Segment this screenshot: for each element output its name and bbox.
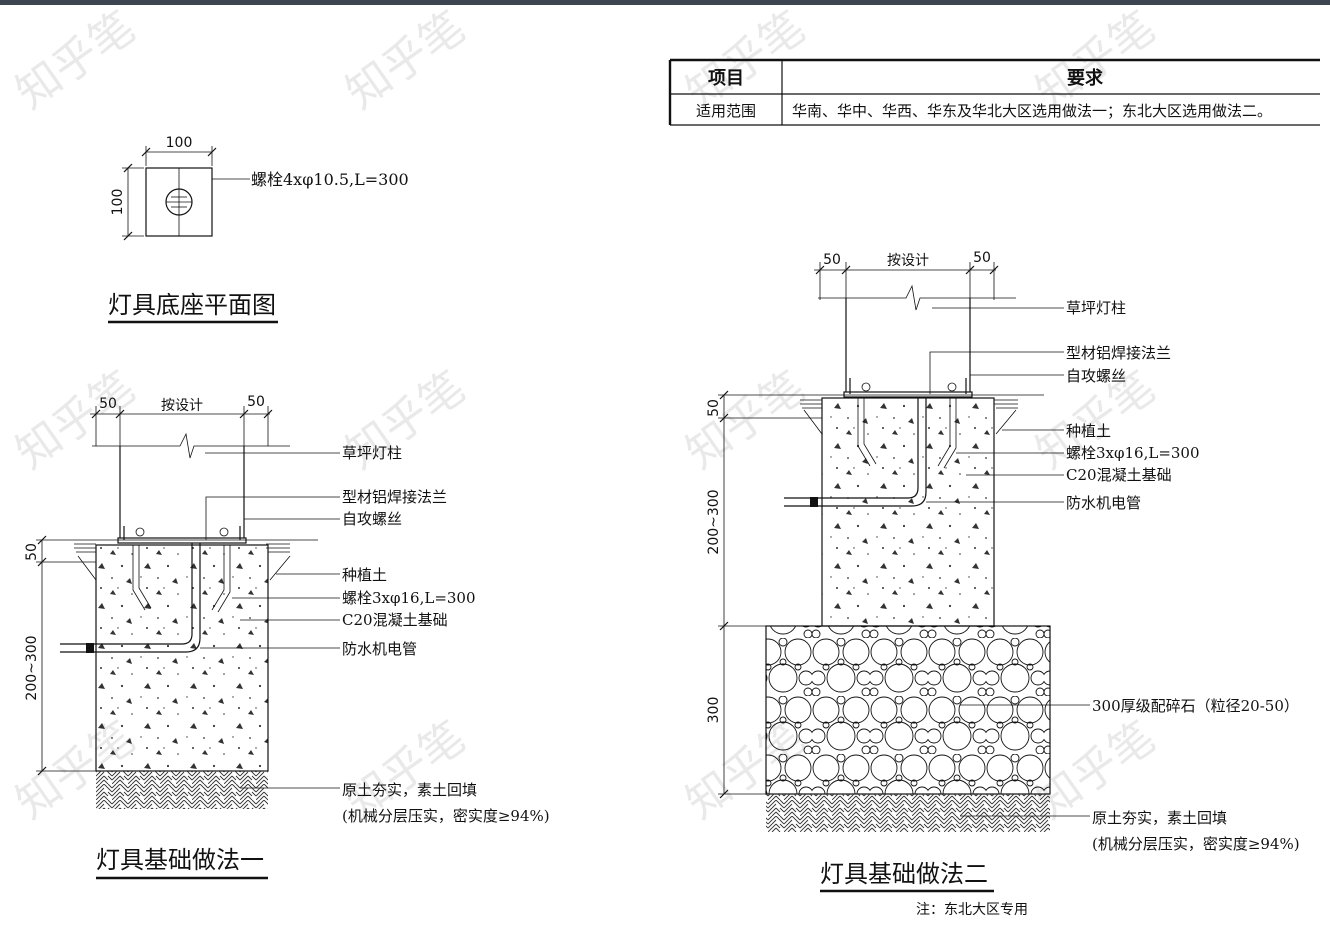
plan-bolt-label: 螺栓4xφ10.5,L=300 (251, 170, 409, 189)
m1-dim-v-main: 200~300 (24, 635, 40, 700)
m2-dim-left: 50 (823, 252, 841, 268)
method1-section: 50 按设计 50 (24, 394, 550, 880)
watermark-text: 知乎笔 (7, 362, 144, 479)
m1-label-conduit: 防水机电管 (342, 640, 417, 658)
m1-label-soil: 种植土 (342, 566, 387, 584)
m2-label-lamp-post: 草坪灯柱 (1066, 299, 1126, 317)
m2-label-base1: 原土夯实，素土回填 (1092, 809, 1227, 827)
m1-title: 灯具基础做法一 (96, 846, 264, 874)
m1-dim-right: 50 (247, 394, 265, 410)
base-plan-view: 100 100 螺栓4xφ10.5,L=300 灯具底座平面图 (108, 135, 409, 324)
m1-dim-left: 50 (99, 396, 117, 412)
table-cell-item: 适用范围 (696, 102, 756, 120)
m2-dim-v-top: 50 (706, 399, 722, 417)
m2-label-gravel: 300厚级配碎石（粒径20-50） (1092, 697, 1299, 715)
method2-section: 50 按设计 50 (706, 250, 1300, 918)
m2-label-base2: (机械分层压实，密实度≥94%) (1092, 835, 1300, 853)
m2-dim-v-main: 200~300 (706, 489, 722, 554)
m2-label-screw: 自攻螺丝 (1066, 367, 1126, 385)
watermark-text: 知乎笔 (337, 2, 474, 119)
m2-title: 灯具基础做法二 (820, 860, 988, 888)
m1-label-concrete: C20混凝土基础 (342, 611, 448, 629)
m1-label-screw: 自攻螺丝 (342, 510, 402, 528)
watermark-text: 知乎笔 (677, 362, 814, 479)
m2-note: 注：东北大区专用 (916, 902, 1028, 918)
table-cell-requirement: 华南、华中、华西、华东及华北大区选用做法一；东北大区选用做法二。 (792, 102, 1272, 120)
m2-dim-right: 50 (973, 250, 991, 266)
m1-dim-mid: 按设计 (161, 398, 203, 414)
m1-label-lamp-post: 草坪灯柱 (342, 444, 402, 462)
m2-label-concrete: C20混凝土基础 (1066, 466, 1172, 484)
table-header-requirement: 要求 (1067, 67, 1104, 89)
plan-title: 灯具底座平面图 (108, 291, 276, 319)
requirements-table: 项目 要求 适用范围 华南、华中、华西、华东及华北大区选用做法一；东北大区选用做… (668, 58, 1320, 126)
m2-dim-mid: 按设计 (887, 253, 929, 269)
m1-dim-v-top: 50 (24, 543, 40, 561)
m2-label-conduit: 防水机电管 (1066, 494, 1141, 512)
m2-label-flange: 型材铝焊接法兰 (1066, 344, 1171, 362)
window-top-bar (0, 0, 1330, 5)
m1-label-base2: (机械分层压实，密实度≥94%) (342, 807, 550, 825)
table-header-item: 项目 (708, 68, 744, 89)
m2-dim-v-gravel: 300 (706, 697, 722, 724)
m2-label-soil: 种植土 (1066, 422, 1111, 440)
plan-dim-width: 100 (166, 135, 193, 151)
m1-label-flange: 型材铝焊接法兰 (342, 488, 447, 506)
watermark-text: 知乎笔 (7, 2, 144, 119)
m1-label-base1: 原土夯实，素土回填 (342, 781, 477, 799)
m2-label-bolt: 螺栓3xφ16,L=300 (1066, 444, 1200, 462)
plan-dim-height: 100 (110, 189, 126, 216)
m1-label-bolt: 螺栓3xφ16,L=300 (342, 589, 476, 607)
